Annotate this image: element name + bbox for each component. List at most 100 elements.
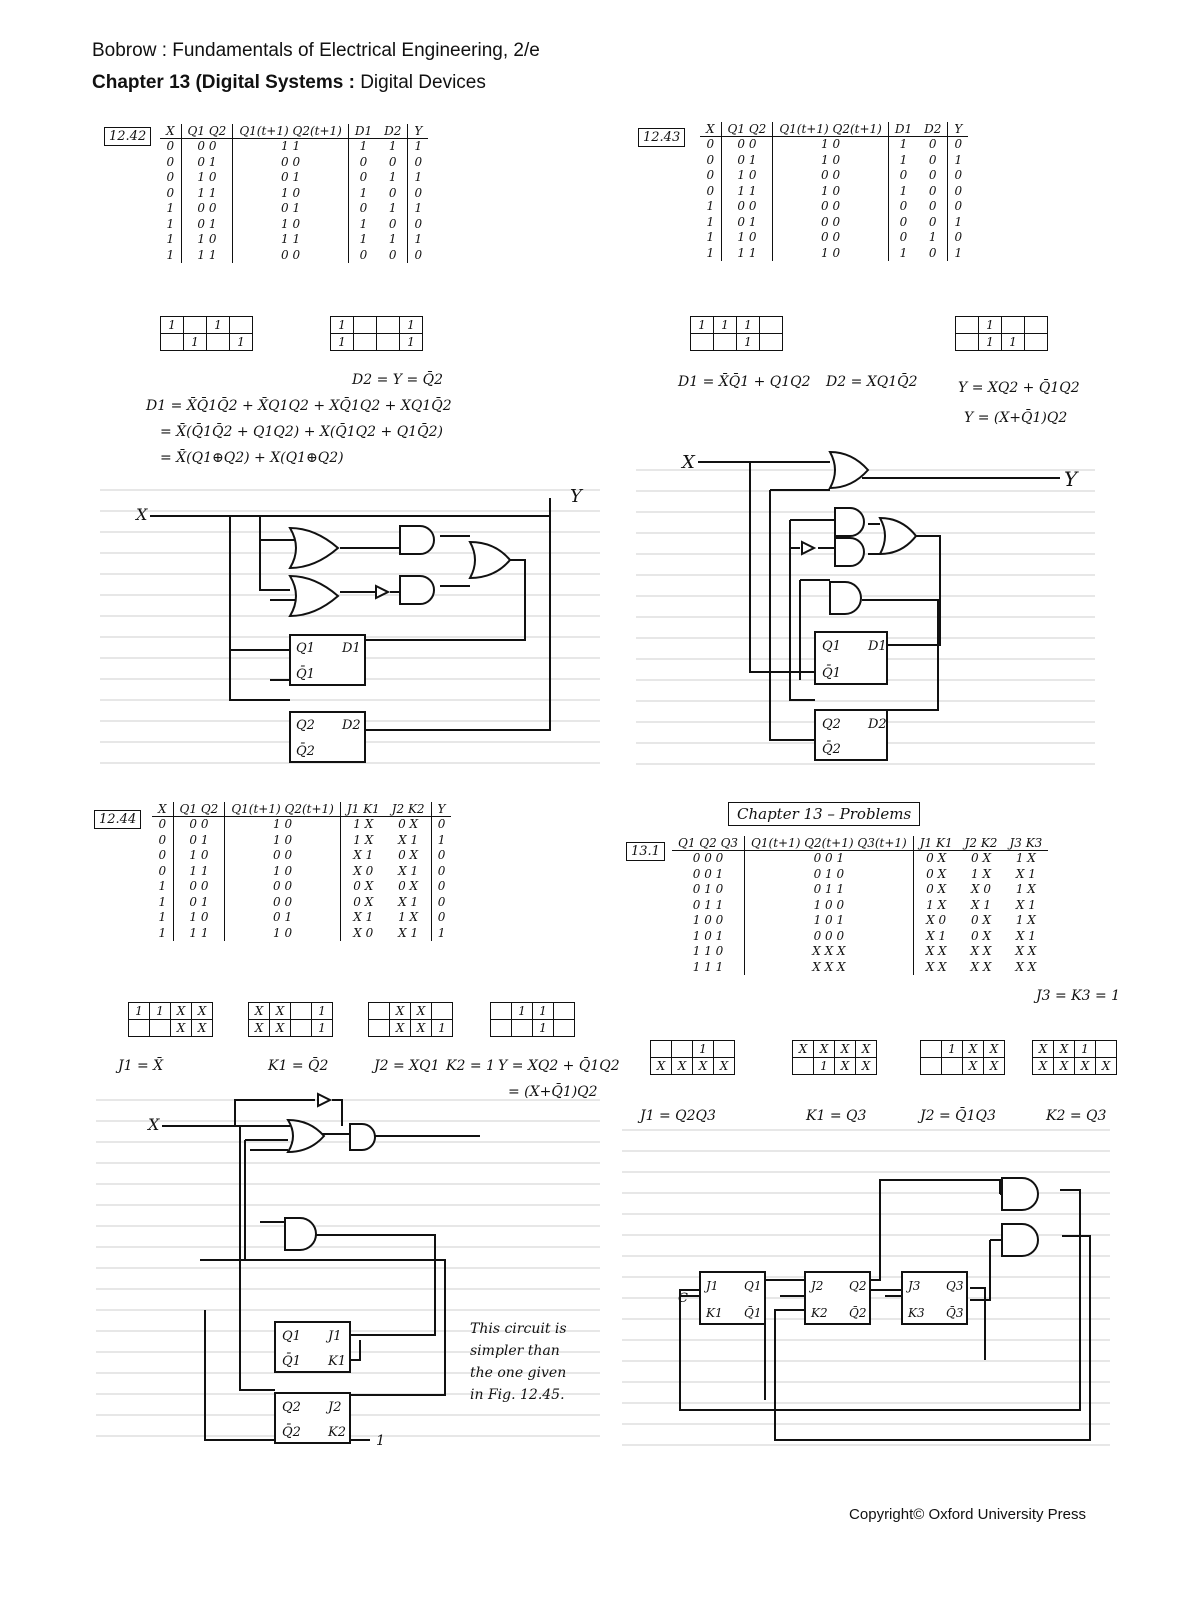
table-cell: 0 0 [721, 199, 774, 215]
ff3-j-label: J3 [905, 1279, 921, 1293]
table-cell: 0 [437, 910, 446, 924]
ff3-q-label: Q3 [946, 1279, 964, 1293]
ff2-qbar-label: Q̄2 [822, 741, 841, 757]
ff2-q-label: Q2 [849, 1279, 866, 1293]
or-gate-1 [828, 450, 870, 490]
table-cell: 0 [918, 168, 949, 184]
table-cell: 1 [899, 183, 908, 198]
table-cell: 1 1 [721, 245, 774, 261]
ff2-k-label: K2 [327, 1425, 346, 1440]
column-header: J2 K2 [958, 836, 1004, 851]
equation-k2: K2 = 1 [446, 1058, 495, 1074]
table-cell: 1 X [971, 866, 991, 881]
table-cell: 0 [160, 138, 182, 155]
output-y-label: Y [1064, 467, 1079, 491]
table-cell: 0 0 1 [744, 850, 914, 867]
ff2-q-label: Q2 [282, 1400, 301, 1415]
table-cell: 1 0 [173, 910, 226, 926]
table-cell: 0 [160, 170, 182, 186]
table-cell: 1 X [1015, 851, 1036, 865]
table-cell: 1 1 [232, 138, 349, 155]
table-cell: 0 [378, 154, 409, 170]
ff1-q-label: Q1 [296, 641, 315, 656]
table-cell: 0 0 [772, 199, 889, 215]
table-cell: 0 1 [224, 910, 341, 926]
and-gate-2 [834, 537, 865, 567]
table-cell: 1 X [385, 910, 432, 926]
table-cell: X X [925, 944, 947, 958]
column-header: J3 K3 [1003, 836, 1049, 851]
chapter-heading-rest: Digital Devices [354, 72, 486, 93]
column-header: D2 [378, 124, 409, 139]
table-cell: 0 0 [772, 168, 889, 184]
table-cell: 1 [899, 245, 908, 260]
and-gate-2 [399, 575, 435, 605]
table-cell: 0 [378, 185, 409, 201]
table-cell: 0 [359, 247, 368, 262]
table-cell: 1 [700, 245, 722, 261]
column-header: D2 [918, 122, 949, 137]
equation-j1: J1 = Q2Q3 [640, 1108, 716, 1124]
table-cell: 0 [954, 183, 963, 198]
table-cell: 0 X [353, 894, 374, 909]
table-cell: X X X [744, 959, 914, 975]
chapter-heading: Chapter 13 (Digital Systems : Digital De… [92, 72, 486, 94]
circuit-wires [150, 498, 551, 731]
column-header: D1 [348, 124, 379, 139]
circuit-wires [162, 1099, 480, 1441]
column-header: D1 [888, 122, 919, 137]
flip-flop-d2 [814, 709, 888, 761]
table-cell: 0 1 [173, 894, 226, 910]
equation-j2: J2 = Q̄1Q3 [920, 1108, 996, 1124]
table-cell: 0 [152, 816, 174, 833]
table-cell: 0 [414, 216, 423, 231]
ff1-d-label: D1 [341, 641, 361, 656]
table-cell: 0 0 [224, 894, 341, 910]
table-cell: 0 [918, 152, 949, 168]
ff1-qbar-label: Q̄1 [822, 665, 841, 681]
table-cell: 0 0 0 [744, 928, 914, 944]
table-cell: X X X [744, 944, 914, 960]
equation-y: Y = XQ2 + Q̄1Q2 [958, 380, 1080, 396]
table-cell: 1 0 [173, 848, 226, 864]
table-cell: 1 [700, 199, 722, 215]
table-cell: 0 0 [173, 879, 226, 895]
equation-y: Y = XQ2 + Q̄1Q2 [498, 1058, 620, 1074]
table-cell: 0 1 0 [672, 882, 746, 898]
table-cell: 0 X [926, 866, 947, 881]
ff1-q-label: Q1 [282, 1329, 301, 1344]
table-cell: 0 [700, 168, 722, 184]
column-header: J1 K1 [340, 802, 386, 817]
table-cell: 0 0 1 [672, 866, 746, 882]
input-x-label: X [680, 452, 696, 473]
column-header: X [152, 802, 174, 817]
ff2-d-label: D2 [867, 717, 887, 732]
table-cell: X 1 [1015, 897, 1036, 912]
flip-flop-jk2 [804, 1271, 871, 1325]
table-cell: 1 [359, 139, 368, 153]
table-cell: 0 0 [181, 201, 234, 217]
and-gate-k [284, 1217, 317, 1251]
table-cell: 0 [414, 154, 423, 169]
column-header: Q1 Q2 [181, 124, 234, 139]
ff1-q-label: Q1 [822, 639, 841, 654]
table-cell: 0 [899, 214, 908, 229]
table-cell: 0 1 1 [672, 897, 746, 913]
